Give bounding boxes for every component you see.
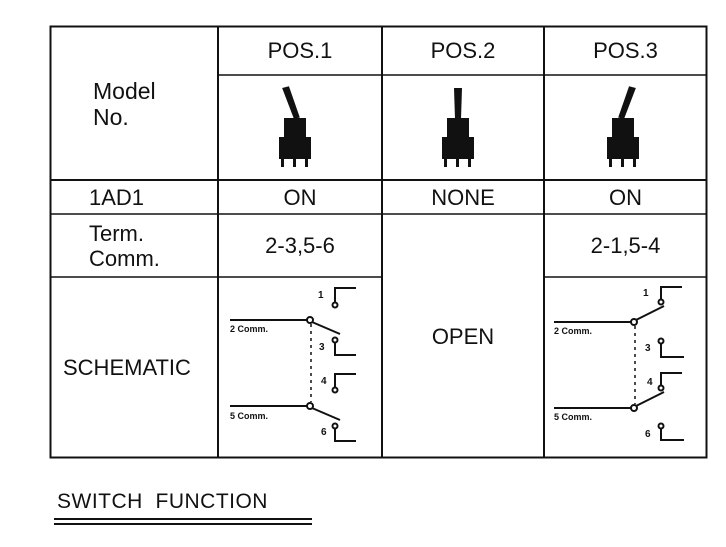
pos3-header: POS.3: [593, 38, 658, 63]
toggle-switch-pos1-icon: [279, 86, 311, 167]
pos3-terminal-1: 1: [643, 288, 649, 299]
pos3-terminal-6: 6: [645, 429, 651, 440]
pos2-header: POS.2: [430, 38, 496, 63]
title-underline-bottom: [54, 523, 312, 525]
pos1-terminal-1: 1: [318, 290, 324, 301]
pos1-terminal-3: 3: [319, 342, 325, 353]
schematic-pos3: 1 2 Comm. 3 4 5 Comm. 6: [554, 286, 684, 441]
model-name-cell: 1AD1: [89, 184, 145, 210]
term-label-line-1: Term.: [89, 221, 144, 246]
pos3-terminal-2: 2 Comm.: [554, 326, 592, 336]
pos1-terminal-5: 5 Comm.: [230, 411, 268, 421]
model-number-header: Model No.: [51, 27, 218, 180]
pos1-state: ON: [283, 184, 317, 210]
schematic-pos1: 1 2 Comm. 3 4 5 Comm. 6: [230, 287, 356, 442]
pos1-terminal-connection: 2-3,5-6: [265, 233, 335, 258]
pos3-state: ON: [609, 184, 642, 210]
pos1-terminal-6: 6: [321, 427, 327, 438]
model-header-line-2: No.: [93, 103, 129, 130]
switch-function-title: SWITCH FUNCTION: [57, 490, 268, 513]
pos3-terminal-4: 4: [647, 377, 653, 388]
pos1-header: POS.1: [267, 38, 333, 63]
pos1-terminal-4: 4: [321, 376, 327, 387]
open-label: OPEN: [431, 323, 495, 349]
pos3-terminal-3: 3: [645, 343, 651, 354]
toggle-switch-pos2-icon: [442, 88, 474, 167]
term-comm-label: Term. Comm.: [51, 215, 218, 277]
schematic-label: SCHEMATIC: [63, 355, 191, 380]
pos3-terminal-5: 5 Comm.: [554, 412, 592, 422]
toggle-switch-pos3-icon: [607, 86, 639, 167]
pos2-state: NONE: [431, 184, 495, 210]
model-header-line-1: Model: [93, 77, 156, 104]
term-label-line-2: Comm.: [89, 246, 160, 271]
pos3-terminal-connection: 2-1,5-4: [590, 233, 661, 258]
pos1-terminal-2: 2 Comm.: [230, 324, 268, 334]
title-underline-top: [54, 518, 312, 520]
